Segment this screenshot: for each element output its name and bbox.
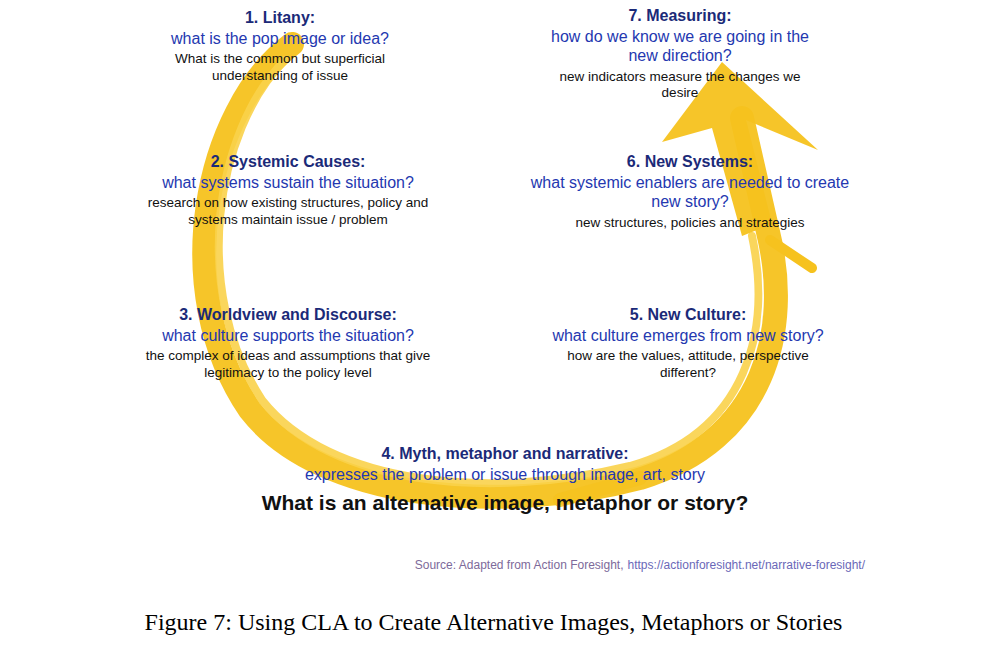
source-note: Source: Adapted from Action Foresight, ht… xyxy=(415,558,865,572)
step-group: 4. Myth, metaphor and narrative: expresse… xyxy=(262,444,749,516)
step-heading: 6. New Systems: xyxy=(627,152,753,171)
step-description: research on how existing structures, pol… xyxy=(123,195,453,227)
step-heading: 4. Myth, metaphor and narrative: xyxy=(381,444,628,463)
step-question: how do we know we are going in the new d… xyxy=(535,27,825,65)
figure-caption: Figure 7: Using CLA to Create Alternativ… xyxy=(0,608,987,637)
step-question: what systemic enablers are needed to cre… xyxy=(520,173,860,211)
step-description: new indicators measure the changes we de… xyxy=(555,69,805,101)
step-heading: 7. Measuring: xyxy=(628,6,731,25)
step-question: what culture emerges from new story? xyxy=(552,326,823,345)
step-group: 3. Worldview and Discourse: what culture … xyxy=(128,305,448,381)
step-heading: 2. Systemic Causes: xyxy=(211,152,366,171)
step-question: expresses the problem or issue through i… xyxy=(305,465,705,484)
step-description: how are the values, attitude, perspectiv… xyxy=(543,348,833,380)
step-description: new structures, policies and strategies xyxy=(576,215,805,231)
step-heading: 3. Worldview and Discourse: xyxy=(179,305,397,324)
step-group: 1. Litany: what is the pop image or idea?… xyxy=(140,8,420,84)
source-link: https://actionforesight.net/narrative-fo… xyxy=(628,558,865,572)
step-question: what is the pop image or idea? xyxy=(171,29,389,48)
step-group: 5. New Culture: what culture emerges from… xyxy=(543,305,833,381)
step-heading: 5. New Culture: xyxy=(630,305,746,324)
source-text: Source: Adapted from Action Foresight, xyxy=(415,558,624,572)
alternative-question: What is an alternative image, metaphor o… xyxy=(262,490,749,515)
step-description: the complex of ideas and assumptions tha… xyxy=(128,348,448,380)
step-question: what culture supports the situation? xyxy=(162,326,414,345)
step-heading: 1. Litany: xyxy=(245,8,315,27)
step-group: 7. Measuring: how do we know we are going… xyxy=(535,6,825,101)
step-group: 2. Systemic Causes: what systems sustain … xyxy=(123,152,453,228)
step-group: 6. New Systems: what systemic enablers ar… xyxy=(520,152,860,231)
step-description: What is the common but superficial under… xyxy=(140,51,420,83)
step-question: what systems sustain the situation? xyxy=(162,173,414,192)
